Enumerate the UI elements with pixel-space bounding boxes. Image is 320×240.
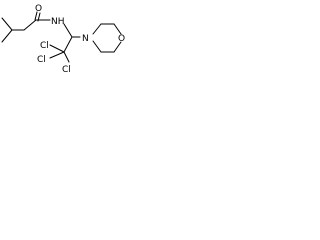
bond-ring-right-o bbox=[113, 23, 122, 35]
bond-ccl3-cl2 bbox=[49, 51, 65, 59]
bond-methyl-bottom bbox=[1, 29, 13, 43]
molecule-diagram: O NH Cl Cl Cl N O bbox=[1, 4, 125, 75]
bond-ch-ccl3 bbox=[63, 36, 73, 53]
atom-label-carbonyl-oxygen: O bbox=[35, 4, 42, 14]
atom-label-morpholine-nitrogen: N bbox=[82, 34, 89, 44]
bond-ccl3-cl1 bbox=[49, 44, 65, 53]
atom-label-chlorine-3: Cl bbox=[62, 65, 71, 75]
bond-ring-o-bottom-right bbox=[113, 41, 122, 53]
bond-ring-n-top bbox=[92, 23, 102, 35]
atom-label-chlorine-2: Cl bbox=[37, 55, 46, 65]
atom-label-chlorine-1: Cl bbox=[40, 41, 49, 51]
bond-ccl3-cl3 bbox=[63, 51, 70, 63]
atom-label-morpholine-oxygen: O bbox=[118, 34, 125, 44]
bond-group-core bbox=[49, 23, 81, 63]
bond-methyl-top bbox=[1, 17, 13, 31]
bond-ring-bottom-n bbox=[92, 40, 102, 53]
bond-group-morpholine bbox=[92, 23, 122, 53]
bond-n-ch bbox=[63, 23, 73, 38]
atom-label-amide-nh: NH bbox=[51, 17, 65, 27]
bond-ch2-carbonyl bbox=[23, 19, 37, 31]
bond-carbonyl-o-a bbox=[34, 11, 38, 21]
structure-canvas: O NH Cl Cl Cl N O bbox=[0, 0, 136, 83]
bond-group-acyl bbox=[1, 11, 51, 43]
